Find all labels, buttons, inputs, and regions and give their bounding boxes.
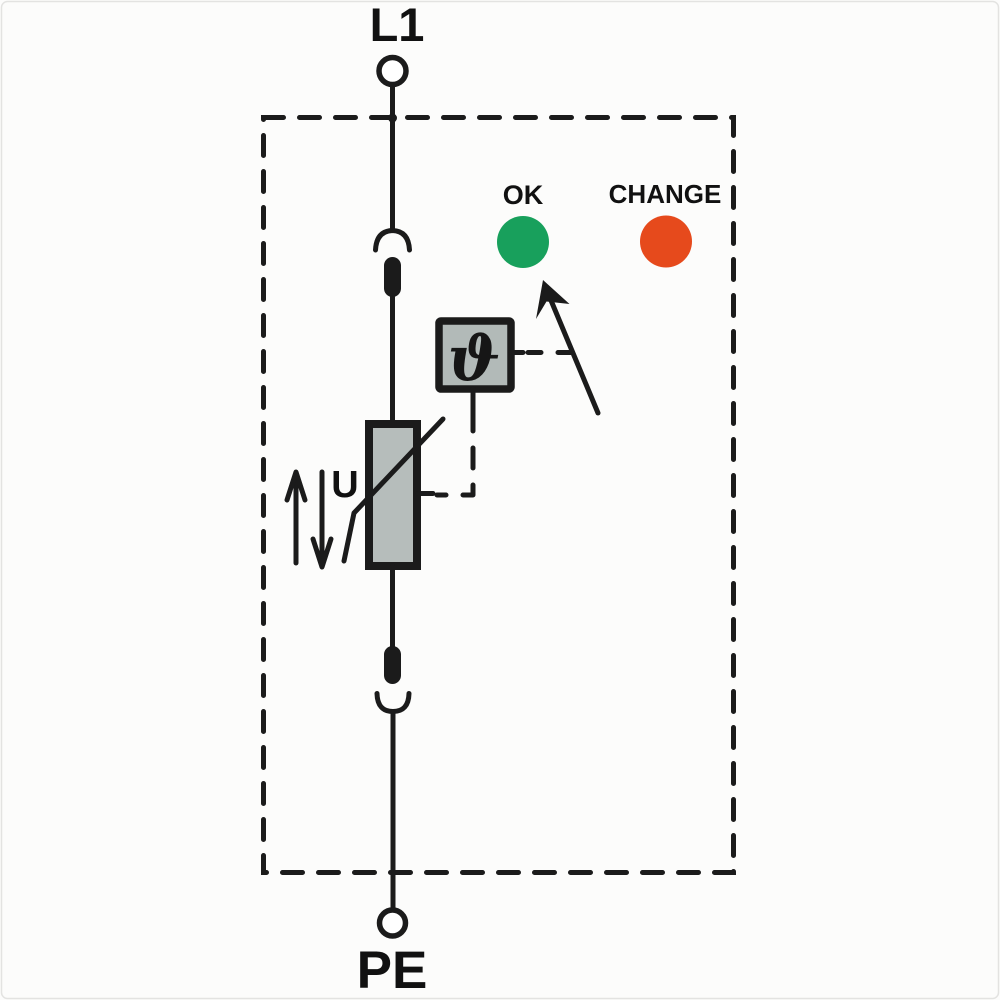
actuation-arrow bbox=[536, 280, 601, 416]
terminal-circle-l1 bbox=[376, 54, 409, 88]
actuation-arrow-shaft bbox=[542, 283, 601, 416]
sensor-dashed-link-to-varistor bbox=[434, 408, 476, 498]
voltage-label: U bbox=[331, 464, 358, 506]
voltage-arrow-up-head bbox=[284, 469, 308, 503]
enclosure-junction-dot bbox=[388, 113, 397, 123]
thermal-disconnect-sensor: ϑ bbox=[415, 317, 574, 498]
terminal-label-l1: L1 bbox=[370, 0, 425, 51]
varistor-diagonal-stroke bbox=[341, 416, 446, 564]
change-indicator-lamp bbox=[640, 215, 692, 268]
terminal-circle-pe bbox=[376, 907, 409, 939]
disconnector-contact-arc-top bbox=[373, 228, 412, 253]
disconnector-element-top bbox=[384, 257, 401, 297]
voltage-arrow-down-head bbox=[310, 536, 334, 570]
status-indicators: OK CHANGE bbox=[497, 179, 721, 268]
ok-indicator-lamp bbox=[497, 216, 549, 268]
disconnector-element-bottom bbox=[384, 646, 401, 684]
actuation-arrow-head bbox=[536, 280, 570, 319]
voltage-annotation: U bbox=[284, 464, 359, 570]
thermal-sensor-symbol: ϑ bbox=[448, 322, 501, 395]
varistor-body bbox=[365, 420, 421, 570]
change-indicator-label: CHANGE bbox=[609, 179, 722, 209]
terminal-label-pe: PE bbox=[357, 941, 428, 1000]
ok-indicator-label: OK bbox=[503, 180, 544, 210]
device-enclosure-outline bbox=[261, 115, 736, 875]
